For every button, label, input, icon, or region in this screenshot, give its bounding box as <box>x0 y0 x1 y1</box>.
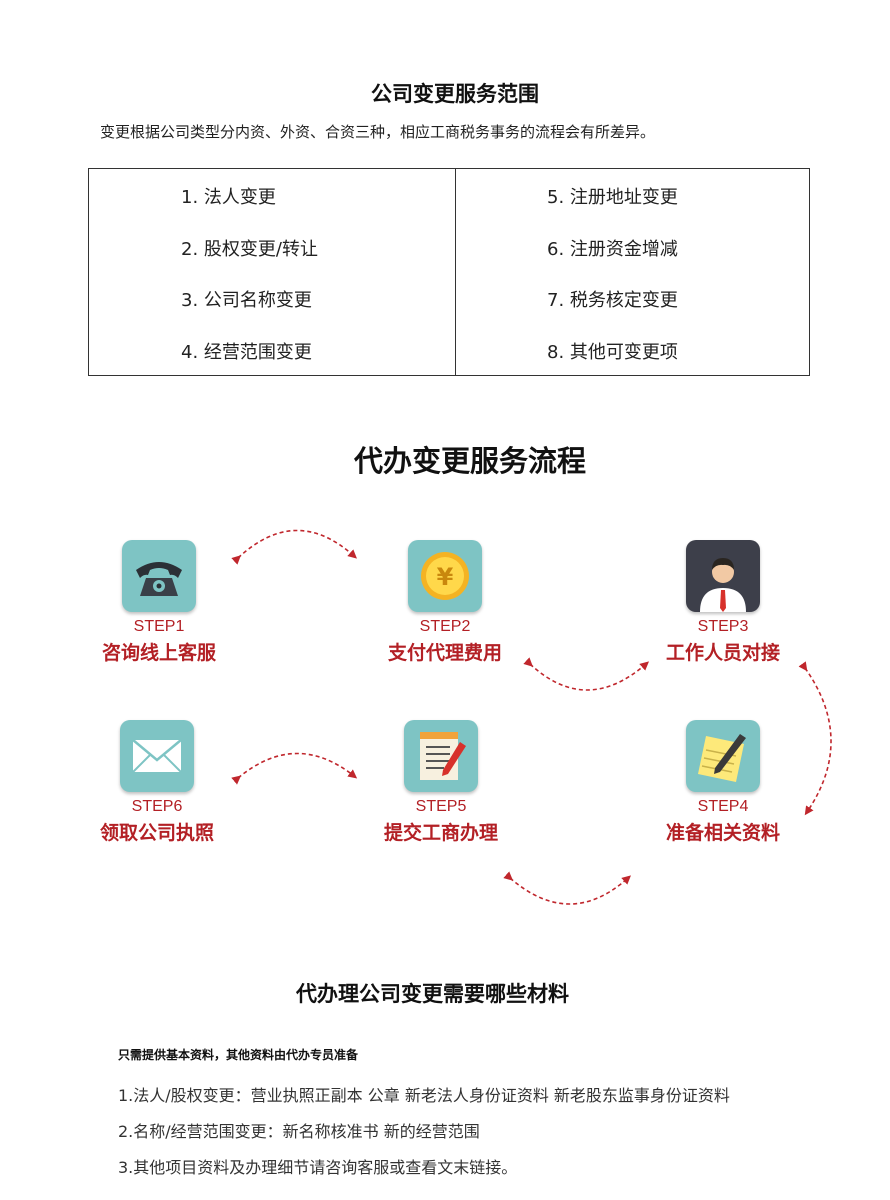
arrow-step4-step5 <box>503 871 631 905</box>
step-3: STEP3 工作人员对接 <box>638 540 808 665</box>
envelope-icon <box>120 720 194 792</box>
telephone-icon <box>122 540 196 612</box>
process-title: 代办变更服务流程 <box>353 444 586 478</box>
scope-item: 4. 经营范围变更 <box>181 342 312 363</box>
arrow-step5-step6 <box>231 752 358 785</box>
step-name: 领取公司执照 <box>99 822 214 844</box>
step-5: STEP5 提交工商办理 <box>356 720 526 845</box>
scope-item: 5. 注册地址变更 <box>547 187 678 208</box>
material-item: 2.名称/经营范围变更：新名称核准书 新的经营范围 <box>118 1122 480 1141</box>
step-number: STEP3 <box>697 618 749 635</box>
step-6: STEP6 领取公司执照 <box>72 720 242 845</box>
scope-item: 3. 公司名称变更 <box>181 290 312 311</box>
staff-person-icon <box>686 540 760 612</box>
notepad-pen-icon <box>686 720 760 792</box>
arrow-step1-step2 <box>231 529 357 565</box>
step-name: 提交工商办理 <box>383 822 498 844</box>
step-name: 支付代理费用 <box>387 642 502 664</box>
scope-item: 8. 其他可变更项 <box>547 342 678 363</box>
scope-intro: 变更根据公司类型分内资、外资、合资三种，相应工商税务事务的流程会有所差异。 <box>100 123 656 141</box>
scope-item: 7. 税务核定变更 <box>547 290 678 311</box>
yuan-symbol: ¥ <box>437 563 454 591</box>
material-item: 3.其他项目资料及办理细节请咨询客服或查看文末链接。 <box>118 1158 518 1177</box>
arrow-step3-step4 <box>798 661 832 816</box>
step-1: STEP1 咨询线上客服 <box>74 540 244 665</box>
yuan-coin-icon: ¥ <box>408 540 482 612</box>
materials-title: 代办理公司变更需要哪些材料 <box>296 982 569 1006</box>
step-name: 咨询线上客服 <box>101 642 216 664</box>
materials-note: 只需提供基本资料，其他资料由代办专员准备 <box>118 1048 359 1062</box>
scope-title: 公司变更服务范围 <box>371 82 539 106</box>
document-pencil-icon <box>404 720 478 792</box>
step-number: STEP6 <box>131 798 183 815</box>
step-name: 准备相关资料 <box>665 822 780 844</box>
table-divider <box>455 169 456 375</box>
step-name: 工作人员对接 <box>665 642 780 664</box>
scope-table: 1. 法人变更 2. 股权变更/转让 3. 公司名称变更 4. 经营范围变更 5… <box>88 168 810 376</box>
scope-item: 1. 法人变更 <box>181 187 276 208</box>
arrow-step2-step3 <box>523 657 650 691</box>
step-number: STEP1 <box>133 618 185 635</box>
scope-item: 2. 股权变更/转让 <box>181 239 318 260</box>
step-number: STEP5 <box>415 798 467 815</box>
step-number: STEP2 <box>419 618 471 635</box>
step-number: STEP4 <box>697 798 749 815</box>
scope-item: 6. 注册资金增减 <box>547 239 678 260</box>
step-4: STEP4 准备相关资料 <box>638 720 808 845</box>
step-2: ¥ STEP2 支付代理费用 <box>360 540 530 665</box>
material-item: 1.法人/股权变更：营业执照正副本 公章 新老法人身份证资料 新老股东监事身份证… <box>118 1086 730 1105</box>
